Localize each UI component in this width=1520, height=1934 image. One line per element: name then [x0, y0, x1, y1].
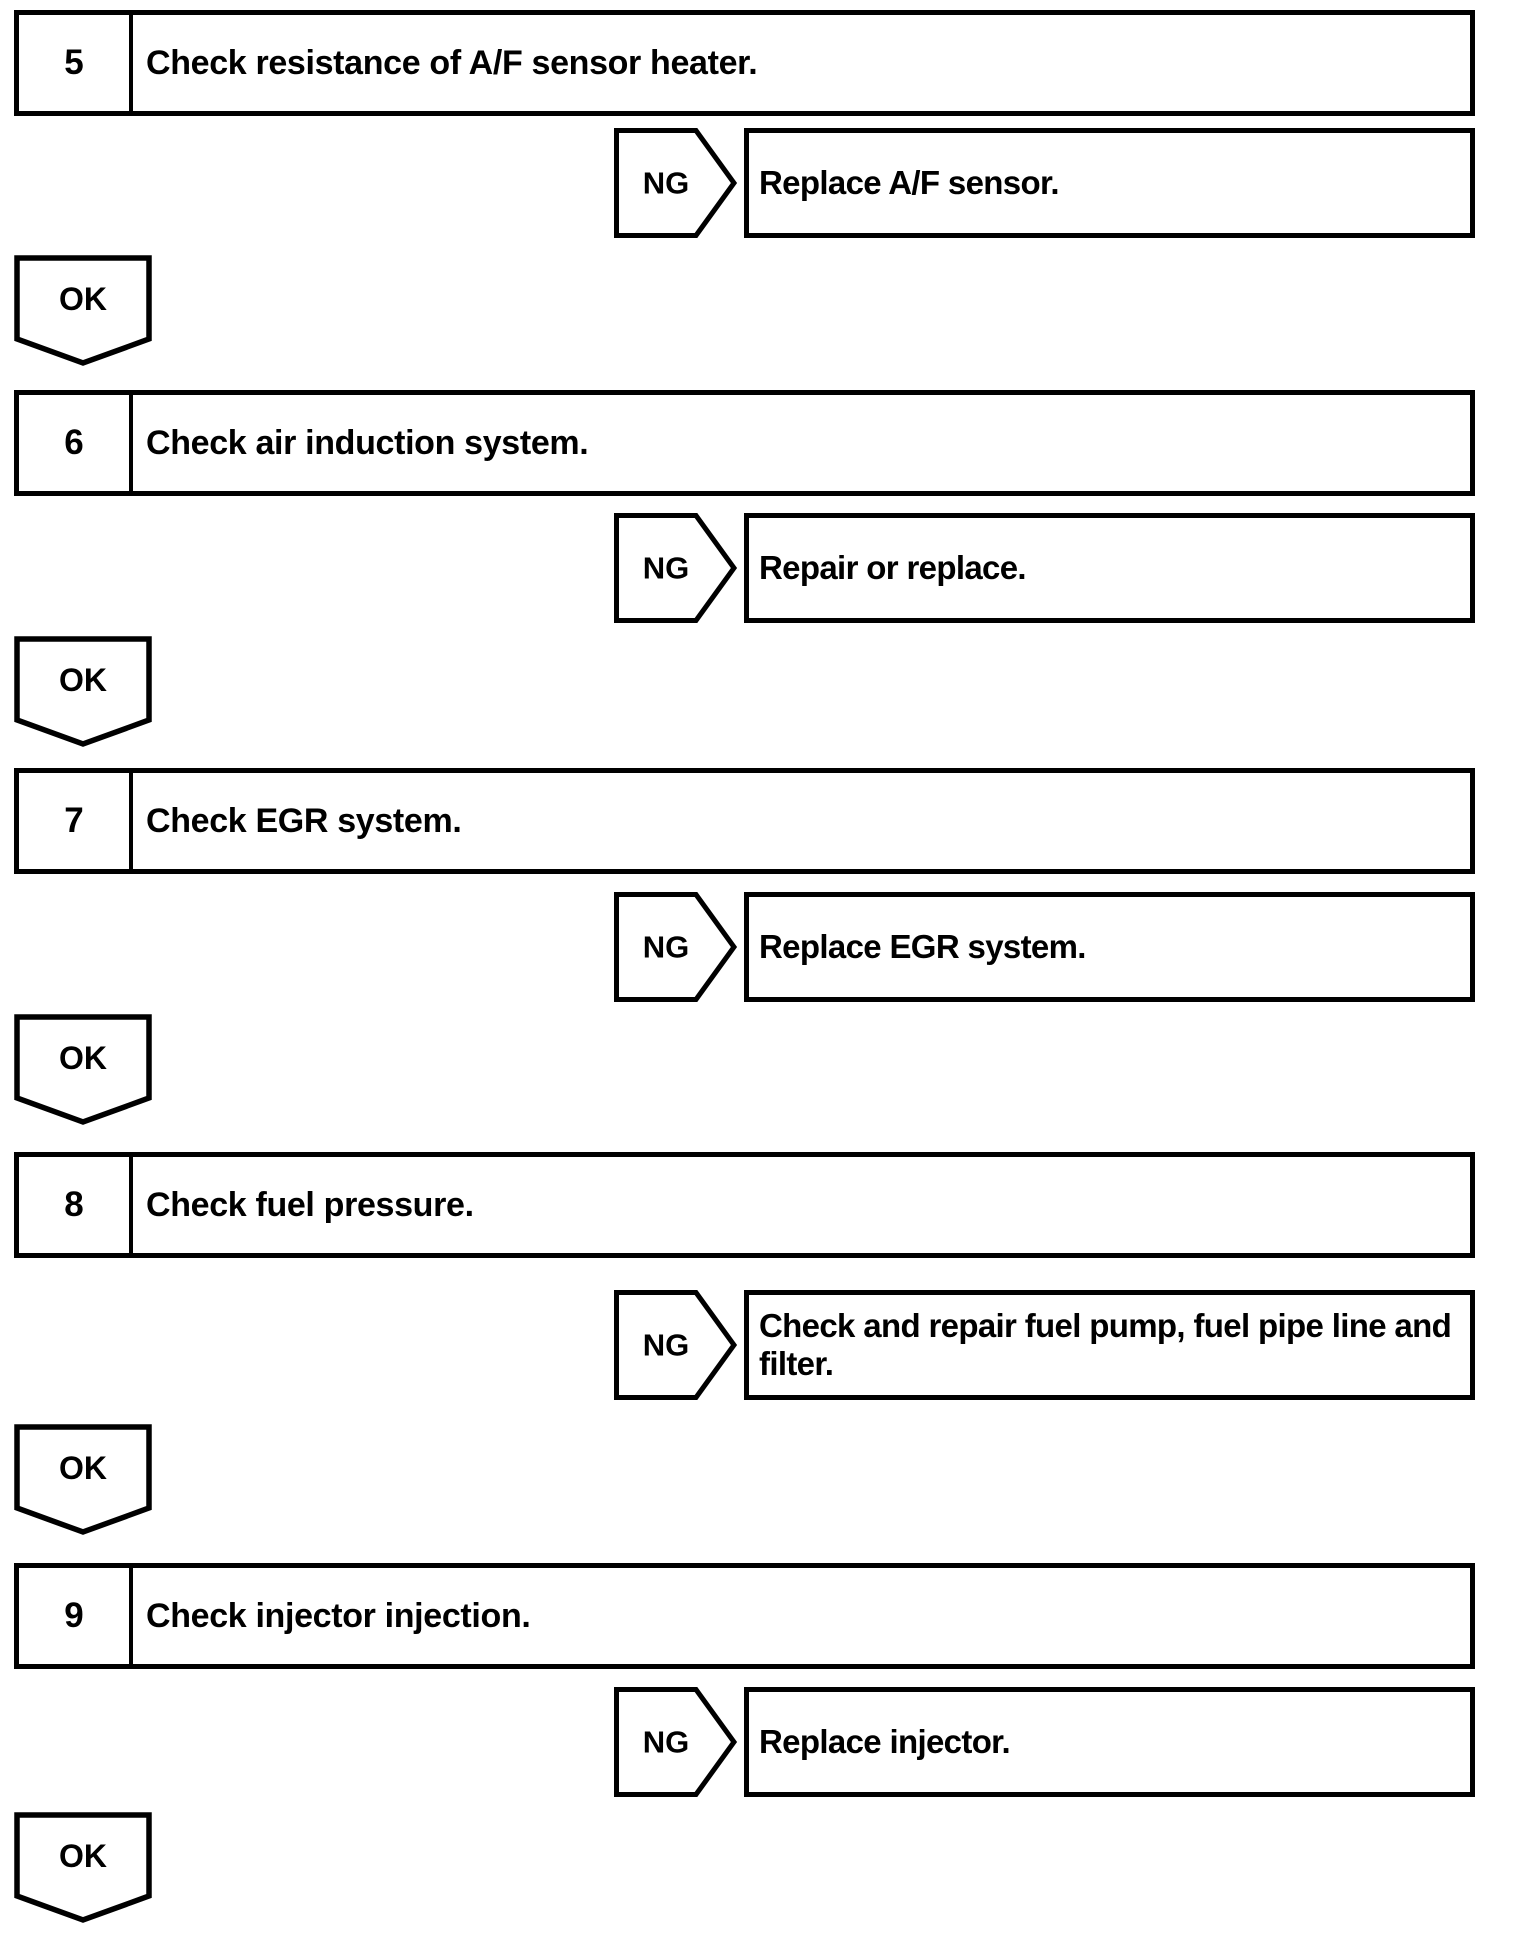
action-box-9: Replace injector.	[744, 1687, 1475, 1797]
ng-label-8: NG	[643, 1328, 690, 1363]
action-label-6: Repair or replace.	[759, 548, 1027, 586]
step-number-8: 8	[19, 1157, 133, 1253]
ng-pentagon-shape	[614, 892, 738, 1002]
ok-pentagon-6: OK	[14, 636, 152, 747]
action-box-7: Replace EGR system.	[744, 892, 1475, 1002]
step-number-9: 9	[19, 1568, 133, 1664]
ok-pentagon-shape	[14, 255, 152, 366]
step-number-5: 5	[19, 15, 133, 111]
step-box-9: 9 Check injector injection.	[14, 1563, 1475, 1669]
action-label-5: Replace A/F sensor.	[759, 163, 1060, 201]
step-number-6: 6	[19, 395, 133, 491]
step-box-8: 8 Check fuel pressure.	[14, 1152, 1475, 1258]
ng-pentagon-7: NG	[614, 892, 738, 1002]
ok-pentagon-8: OK	[14, 1424, 152, 1535]
action-box-8: Check and repair fuel pump, fuel pipe li…	[744, 1290, 1475, 1400]
ok-pentagon-5: OK	[14, 255, 152, 366]
step-label-6: Check air induction system.	[146, 423, 589, 462]
ng-label-5: NG	[643, 166, 690, 201]
ng-label-9: NG	[643, 1725, 690, 1760]
ng-pentagon-9: NG	[614, 1687, 738, 1797]
ng-pentagon-shape	[614, 513, 738, 623]
action-box-5: Replace A/F sensor.	[744, 128, 1475, 238]
action-label-8: Check and repair fuel pump, fuel pipe li…	[759, 1306, 1452, 1382]
step-label-9: Check injector injection.	[146, 1596, 531, 1635]
ok-pentagon-7: OK	[14, 1014, 152, 1125]
ok-label-5: OK	[59, 281, 107, 317]
ng-pentagon-8: NG	[614, 1290, 738, 1400]
ng-label-6: NG	[643, 551, 690, 586]
step-box-6: 6 Check air induction system.	[14, 390, 1475, 496]
step-number-7: 7	[19, 773, 133, 869]
ok-label-8: OK	[59, 1450, 107, 1486]
action-label-7: Replace EGR system.	[759, 927, 1086, 965]
ok-pentagon-shape	[14, 1014, 152, 1125]
step-label-7: Check EGR system.	[146, 801, 462, 840]
ng-pentagon-shape	[614, 1290, 738, 1400]
step-box-5: 5 Check resistance of A/F sensor heater.	[14, 10, 1475, 116]
ng-pentagon-shape	[614, 128, 738, 238]
step-box-7: 7 Check EGR system.	[14, 768, 1475, 874]
ok-label-7: OK	[59, 1040, 107, 1076]
ok-pentagon-shape	[14, 1812, 152, 1923]
ok-pentagon-9: OK	[14, 1812, 152, 1923]
action-box-6: Repair or replace.	[744, 513, 1475, 623]
ok-pentagon-shape	[14, 1424, 152, 1535]
ok-label-9: OK	[59, 1838, 107, 1874]
step-label-5: Check resistance of A/F sensor heater.	[146, 43, 758, 82]
ng-label-7: NG	[643, 930, 690, 965]
ok-pentagon-shape	[14, 636, 152, 747]
ok-label-6: OK	[59, 662, 107, 698]
action-label-9: Replace injector.	[759, 1722, 1011, 1760]
ng-pentagon-5: NG	[614, 128, 738, 238]
ng-pentagon-shape	[614, 1687, 738, 1797]
ng-pentagon-6: NG	[614, 513, 738, 623]
step-label-8: Check fuel pressure.	[146, 1185, 474, 1224]
